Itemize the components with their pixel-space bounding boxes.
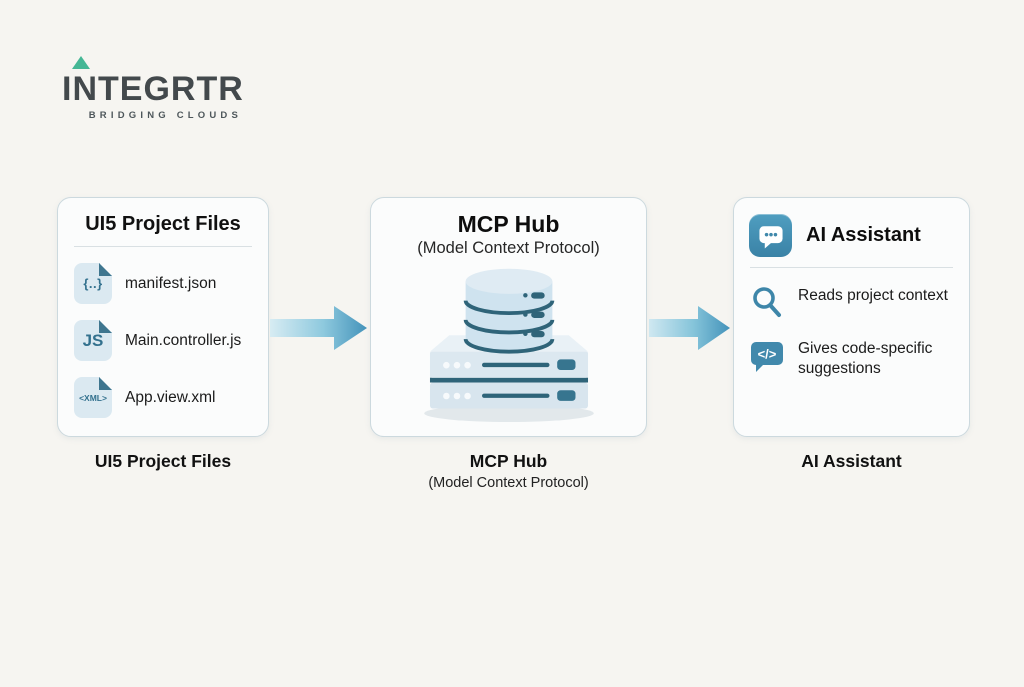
- json-file-icon: {..}: [74, 262, 113, 304]
- search-icon: [749, 285, 785, 321]
- logo-brand-text: INTEGRTR: [62, 70, 244, 108]
- ai-assistant-card: AI Assistant Reads project context </> G…: [733, 197, 970, 437]
- caption-mcp-subtitle: (Model Context Protocol): [428, 475, 589, 491]
- chat-bubble-icon: [749, 214, 792, 257]
- xml-file-icon-label: <XML>: [79, 392, 107, 403]
- js-file-icon-label: JS: [82, 330, 104, 350]
- code-bubble-label: </>: [758, 347, 777, 362]
- caption-mcp: MCP Hub (Model Context Protocol): [370, 451, 647, 491]
- file-name-controller: Main.controller.js: [125, 331, 242, 349]
- json-file-icon-label: {..}: [83, 276, 103, 291]
- file-row-controller: JS Main.controller.js: [74, 319, 268, 361]
- file-name-view: App.view.xml: [125, 388, 216, 406]
- ai-card-title: AI Assistant: [806, 224, 921, 246]
- feature-text-context: Reads project context: [798, 287, 948, 304]
- file-name-manifest: manifest.json: [125, 274, 217, 292]
- ai-card-header: AI Assistant: [749, 214, 969, 257]
- ui5-card-title: UI5 Project Files: [85, 213, 241, 235]
- mcp-card-title: MCP Hub: [457, 211, 560, 237]
- js-file-icon: JS: [74, 319, 113, 361]
- logo-tagline: BRIDGING CLOUDS: [88, 110, 242, 121]
- database-server-icon: [423, 268, 594, 423]
- divider: [74, 246, 252, 247]
- caption-mcp-text: MCP Hub: [469, 451, 548, 471]
- arrow-right-icon: [270, 306, 367, 350]
- code-bubble-icon: </>: [749, 338, 785, 374]
- mcp-card-subtitle: (Model Context Protocol): [417, 239, 600, 257]
- caption-ai-text: AI Assistant: [801, 451, 902, 471]
- divider: [750, 267, 953, 268]
- xml-file-icon: <XML>: [74, 376, 113, 418]
- caption-ai: AI Assistant: [733, 451, 970, 472]
- file-row-view: <XML> App.view.xml: [74, 376, 268, 418]
- caption-ui5-text: UI5 Project Files: [94, 451, 232, 471]
- feature-row-suggestions: </> Gives code-specific suggestions: [749, 338, 955, 380]
- integrtr-logo: INTEGRTR BRIDGING CLOUDS: [62, 56, 244, 121]
- ui5-project-files-card: UI5 Project Files {..} manifest.json JS …: [57, 197, 269, 437]
- feature-row-context: Reads project context: [749, 285, 955, 321]
- feature-text-suggestions: Gives code-specific suggestions: [798, 340, 933, 378]
- logo-triangle-icon: [72, 56, 90, 69]
- caption-ui5: UI5 Project Files: [57, 451, 269, 472]
- mcp-hub-card: MCP Hub (Model Context Protocol): [370, 197, 647, 437]
- file-row-manifest: {..} manifest.json: [74, 262, 268, 304]
- arrow-right-icon: [649, 306, 730, 350]
